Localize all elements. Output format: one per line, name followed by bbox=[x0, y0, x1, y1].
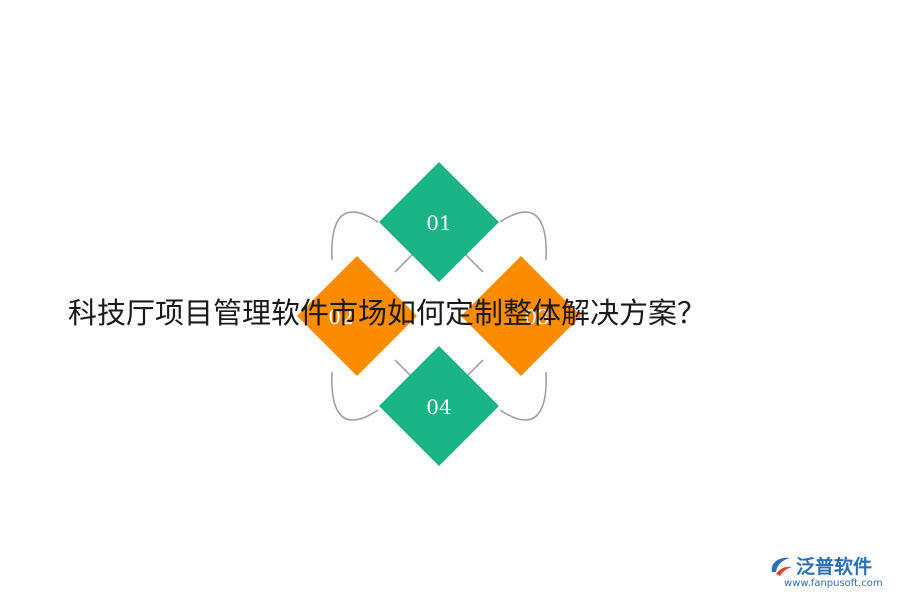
logo-name: 泛普软件 bbox=[796, 556, 873, 578]
diamond-01-shape bbox=[379, 162, 499, 282]
fanpu-logo-icon bbox=[771, 557, 792, 576]
diamond-01-label: 01 bbox=[426, 211, 451, 235]
logo-url: www.fanpusoft.com bbox=[784, 578, 883, 589]
diamond-03-label: 03 bbox=[524, 305, 549, 329]
connector-ring bbox=[331, 211, 547, 421]
diamond-03-shape bbox=[461, 256, 581, 376]
brand-logo: 泛普软件 www.fanpusoft.com bbox=[766, 552, 896, 596]
diamond-02: 02 bbox=[297, 256, 417, 376]
diamond-04-label: 04 bbox=[426, 395, 451, 419]
diamond-04-shape bbox=[379, 346, 499, 466]
diamond-01: 01 bbox=[379, 162, 499, 282]
diamond-04: 04 bbox=[379, 346, 499, 466]
diamond-03: 03 bbox=[461, 256, 581, 376]
diamond-02-shape bbox=[297, 256, 417, 376]
diamond-02-label: 02 bbox=[328, 305, 353, 329]
page-title: 科技厅项目管理软件市场如何定制整体解决方案？ bbox=[68, 296, 707, 330]
